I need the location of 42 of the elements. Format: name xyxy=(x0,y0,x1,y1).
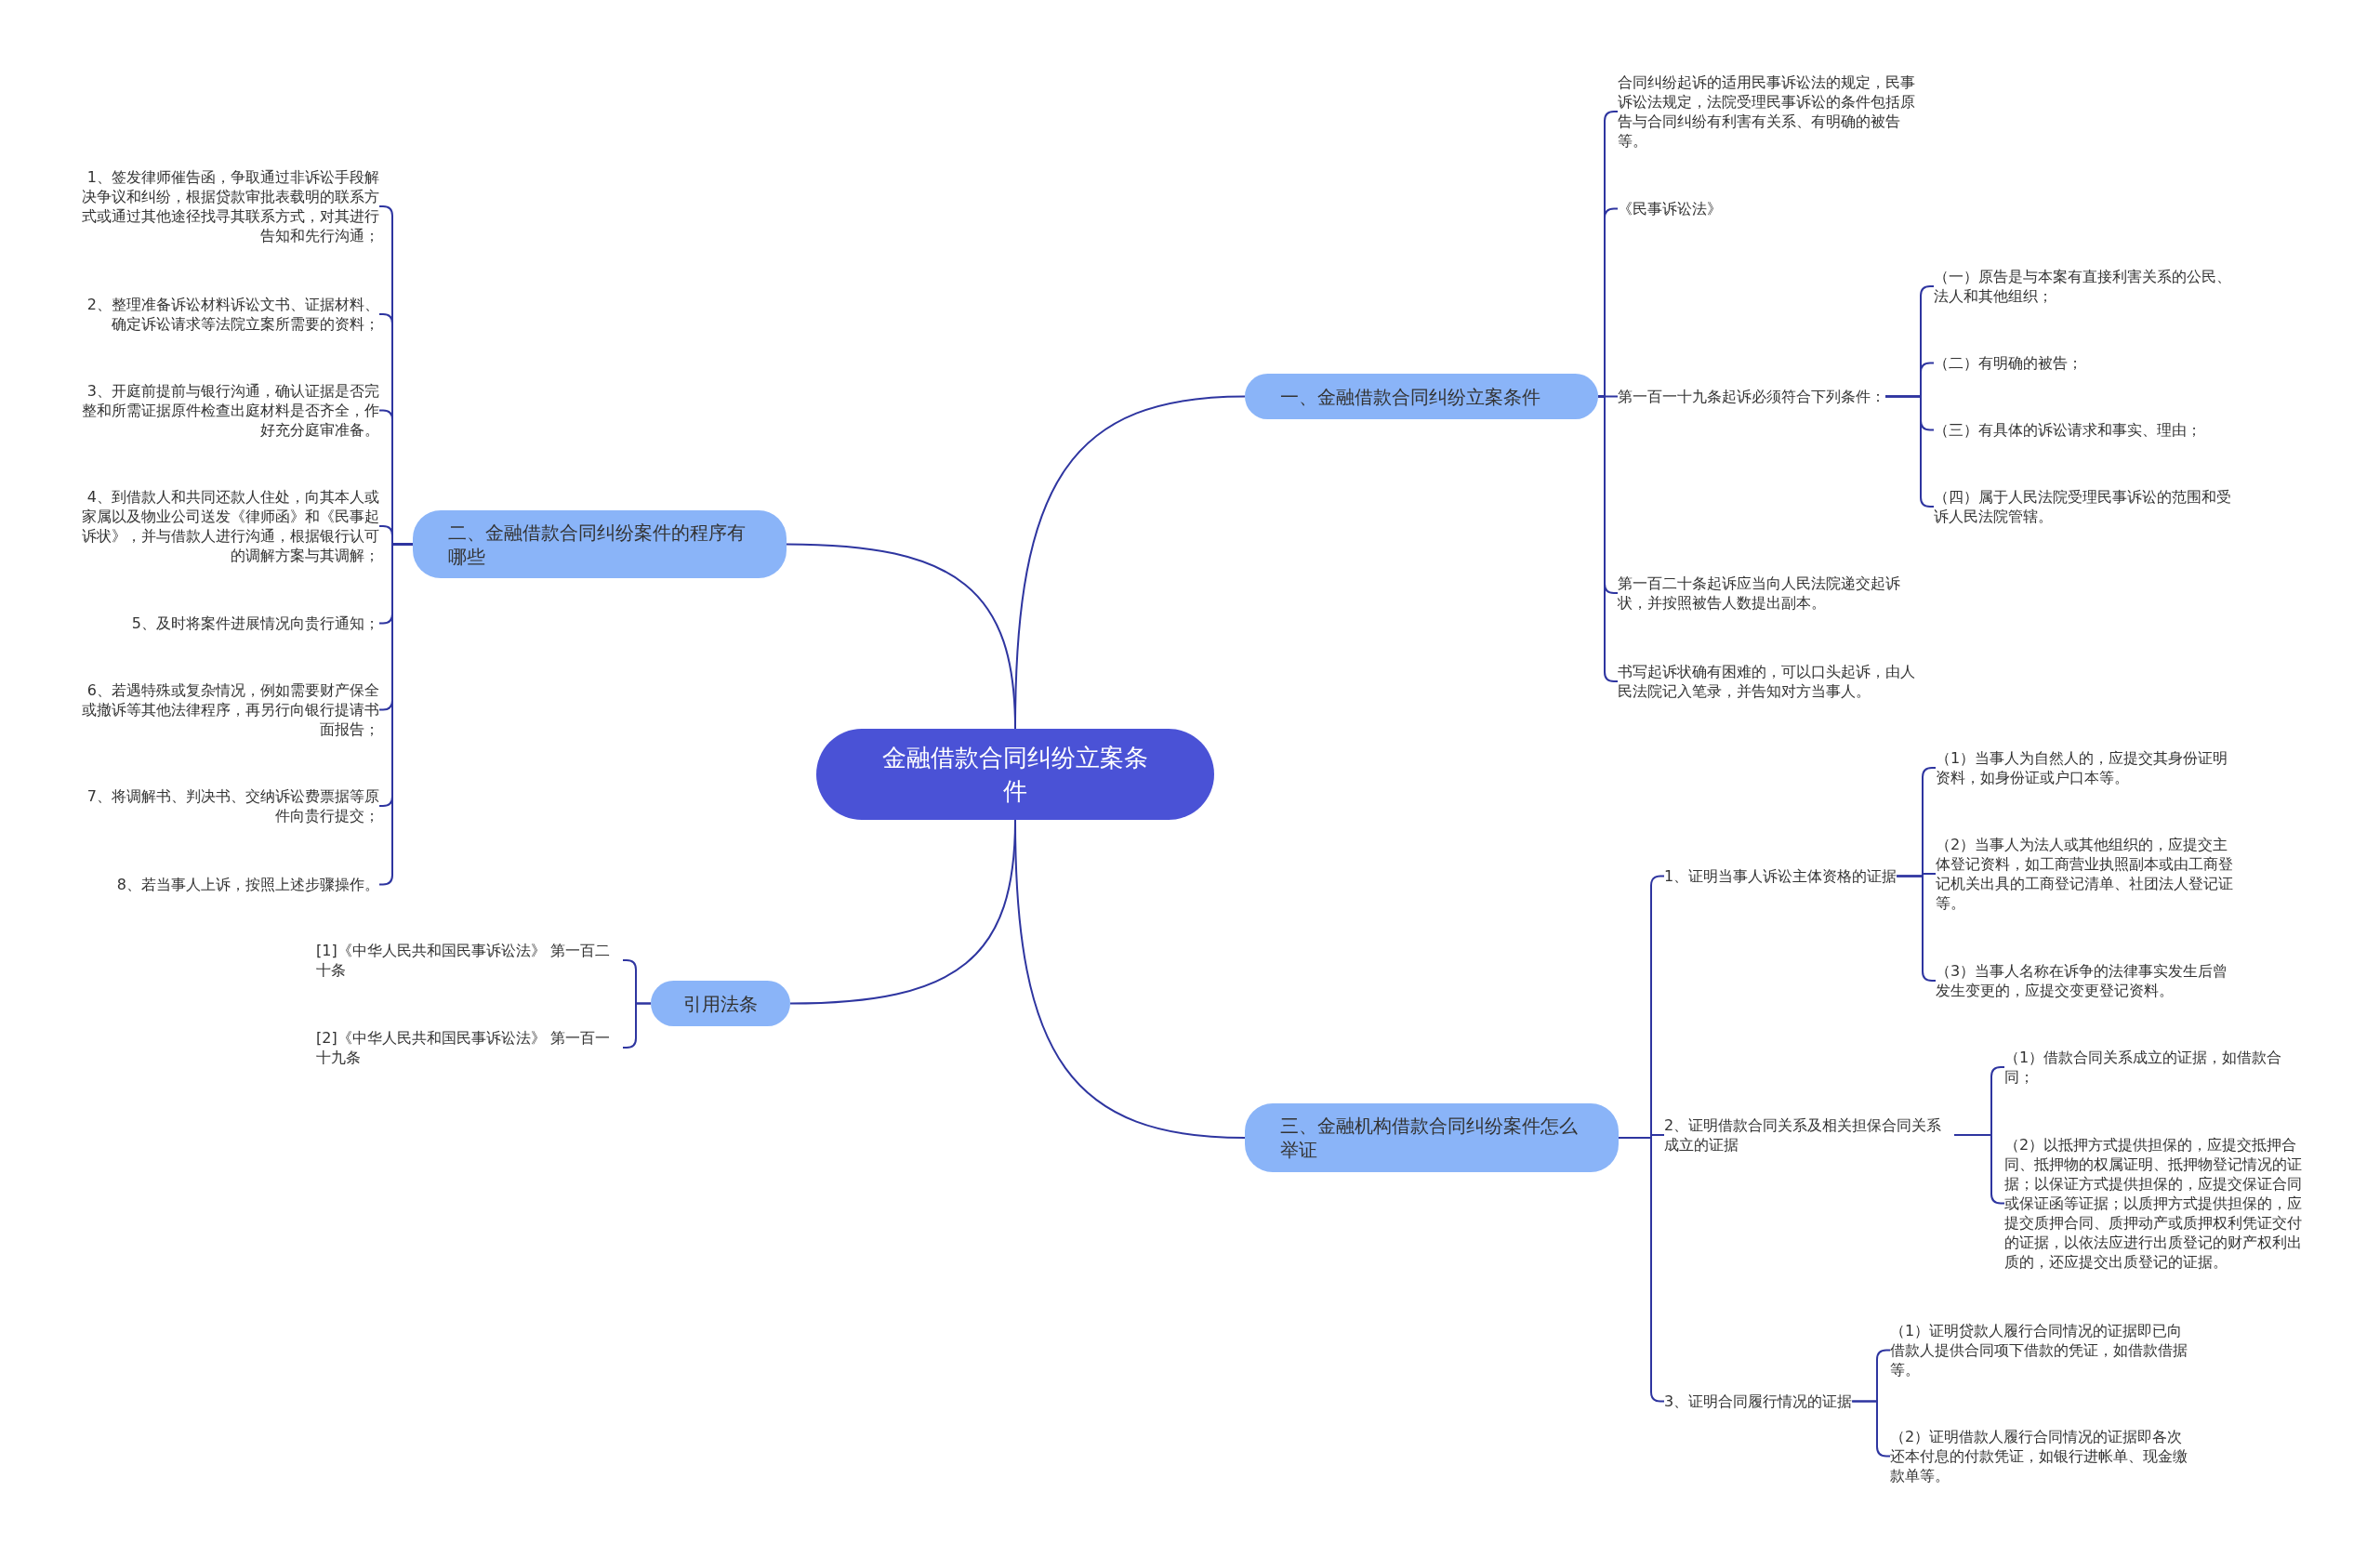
topic-text: 8、若当事人上诉，按照上述步骤操作。 xyxy=(74,875,379,894)
topic-text: （三）有具体的诉讼请求和事实、理由； xyxy=(1934,420,2241,440)
topic-text: 7、将调解书、判决书、交纳诉讼费票据等原件向贵行提交； xyxy=(74,786,379,825)
topic-text: （1）当事人为自然人的，应提交其身份证明资料，如身份证或户口本等。 xyxy=(1936,748,2242,787)
topic-box: 一、金融借款合同纠纷立案条件 xyxy=(1245,374,1598,419)
topic-text: 2、整理准备诉讼材料诉讼文书、证据材料、确定诉讼请求等法院立案所需要的资料； xyxy=(74,295,379,334)
topic-box: 三、金融机构借款合同纠纷案件怎么举证 xyxy=(1245,1103,1619,1172)
topic-text: 第一百一十九条起诉必须符合下列条件： xyxy=(1618,387,1885,406)
topic-text: 5、及时将案件进展情况向贵行通知； xyxy=(74,614,379,633)
topic-box: 引用法条 xyxy=(651,981,790,1026)
topic-text: （2）当事人为法人或其他组织的，应提交主体登记资料，如工商营业执照副本或由工商登记机关出具的工商登记清单、社团法人登记证等。 xyxy=(1936,835,2242,913)
connector-line xyxy=(1884,395,1935,508)
connector-line xyxy=(1618,1137,1665,1403)
topic-text: 3、证明合同履行情况的证据 xyxy=(1664,1392,1853,1411)
topic-text: （一）原告是与本案有直接利害关系的公民、法人和其他组织； xyxy=(1934,267,2241,306)
topic-text: （1）证明贷款人履行合同情况的证据即已向借款人提供合同项下借款的凭证，如借款借据等。 xyxy=(1890,1321,2197,1379)
topic-text: （3）当事人名称在诉争的法律事实发生后曾发生变更的，应提交变更登记资料。 xyxy=(1936,961,2242,1000)
topic-text: （四）属于人民法院受理民事诉讼的范围和受诉人民法院管辖。 xyxy=(1934,487,2241,526)
topic-text: 1、证明当事人诉讼主体资格的证据 xyxy=(1664,866,1897,886)
connector-line xyxy=(786,543,1016,730)
topic-text: 《民事诉讼法》 xyxy=(1618,199,1722,218)
topic-text: 合同纠纷起诉的适用民事诉讼法的规定，民事诉讼法规定，法院受理民事诉讼的条件包括原告与合同纠纷有利害有关系、有明确的被告等。 xyxy=(1618,73,1924,151)
topic-text: 6、若遇特殊或复杂情况，例如需要财产保全或撤诉等其他法律程序，再另行向银行提请书面报告； xyxy=(74,680,379,739)
topic-text: 4、到借款人和共同还款人住处，向其本人或家属以及物业公司送发《律师函》和《民事起诉状》，并与借款人进行沟通，根据银行认可的调解方案与其调解； xyxy=(74,487,379,565)
topic-text: （2）证明借款人履行合同情况的证据即各次还本付息的付款凭证，如银行进帐单、现金缴款单等。 xyxy=(1890,1427,2197,1485)
connector-line xyxy=(1851,1400,1891,1458)
topic-text: [2]《中华人民共和国民事诉讼法》 第一百一十九条 xyxy=(316,1028,623,1067)
topic-text: 书写起诉状确有困难的，可以口头起诉，由人民法院记入笔录，并告知对方当事人。 xyxy=(1618,662,1924,701)
topic-text: 3、开庭前提前与银行沟通，确认证据是否完整和所需证据原件检查出庭材料是否齐全，作好充分庭审准备。 xyxy=(74,381,379,440)
connector-line xyxy=(1896,875,1937,982)
topic-text: 2、证明借款合同关系及相关担保合同关系成立的证据 xyxy=(1664,1115,1954,1155)
central-topic: 金融借款合同纠纷立案条件 xyxy=(816,729,1214,820)
connector-line xyxy=(622,1002,652,1049)
topic-text: （1）借款合同关系成立的证据，如借款合同； xyxy=(2004,1048,2311,1087)
topic-text: （二）有明确的被告； xyxy=(1934,353,2241,373)
connector-line xyxy=(1014,819,1246,1139)
connector-line xyxy=(1953,1134,2005,1205)
topic-text: （2）以抵押方式提供担保的，应提交抵押合同、抵押物的权属证明、抵押物登记情况的证据；以保证方式提供担保的，应提交保证合同或保证函等证据；以质押方式提供担保的，应提交质押合同、质押动产或质押权利凭证交付的证据，以依法应进行出质登记的财产权利出质的，还应提交出质登记的证据。 xyxy=(2004,1135,2311,1272)
topic-text: 第一百二十条起诉应当向人民法院递交起诉状，并按照被告人数提出副本。 xyxy=(1618,574,1924,613)
topic-text: [1]《中华人民共和国民事诉讼法》 第一百二十条 xyxy=(316,941,623,980)
topic-text: 1、签发律师催告函，争取通过非诉讼手段解决争议和纠纷，根据贷款审批表载明的联系方式或通过其他途径找寻其联系方式，对其进行告知和先行沟通； xyxy=(74,167,379,245)
topic-box: 二、金融借款合同纠纷案件的程序有哪些 xyxy=(413,510,787,578)
